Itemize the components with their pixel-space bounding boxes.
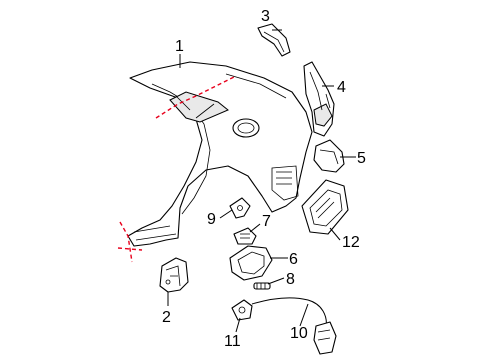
callout-3: 3 [261, 8, 270, 25]
opener-part-11[interactable] [231, 299, 253, 321]
section-cutlines [117, 75, 237, 263]
reinforcement-part-3[interactable] [257, 23, 291, 57]
leader-lines [167, 29, 356, 333]
callout-5: 5 [357, 150, 366, 167]
callout-2: 2 [162, 309, 171, 326]
callout-11: 11 [224, 333, 241, 350]
cable-part-10[interactable] [251, 297, 337, 355]
callout-9: 9 [207, 211, 216, 228]
clip-part-9[interactable] [229, 197, 251, 219]
housing-part-5[interactable] [313, 139, 345, 173]
spring-part-8[interactable] [253, 282, 271, 290]
callout-10: 10 [290, 325, 308, 342]
callout-12: 12 [342, 234, 360, 251]
fuel-door-frame-part-12[interactable] [301, 179, 349, 235]
callout-labels: 1 2 3 4 5 6 7 8 9 10 11 12 [162, 8, 366, 350]
callout-1: 1 [175, 38, 184, 55]
callout-7: 7 [262, 213, 271, 230]
callout-8: 8 [286, 271, 295, 288]
bracket-part-2[interactable] [159, 257, 189, 293]
fuel-door-part-6[interactable] [229, 245, 273, 281]
inner-panel-part-4[interactable] [303, 61, 335, 137]
callout-6: 6 [289, 251, 298, 268]
callout-4: 4 [337, 79, 346, 96]
quarter-panel[interactable] [127, 61, 313, 247]
